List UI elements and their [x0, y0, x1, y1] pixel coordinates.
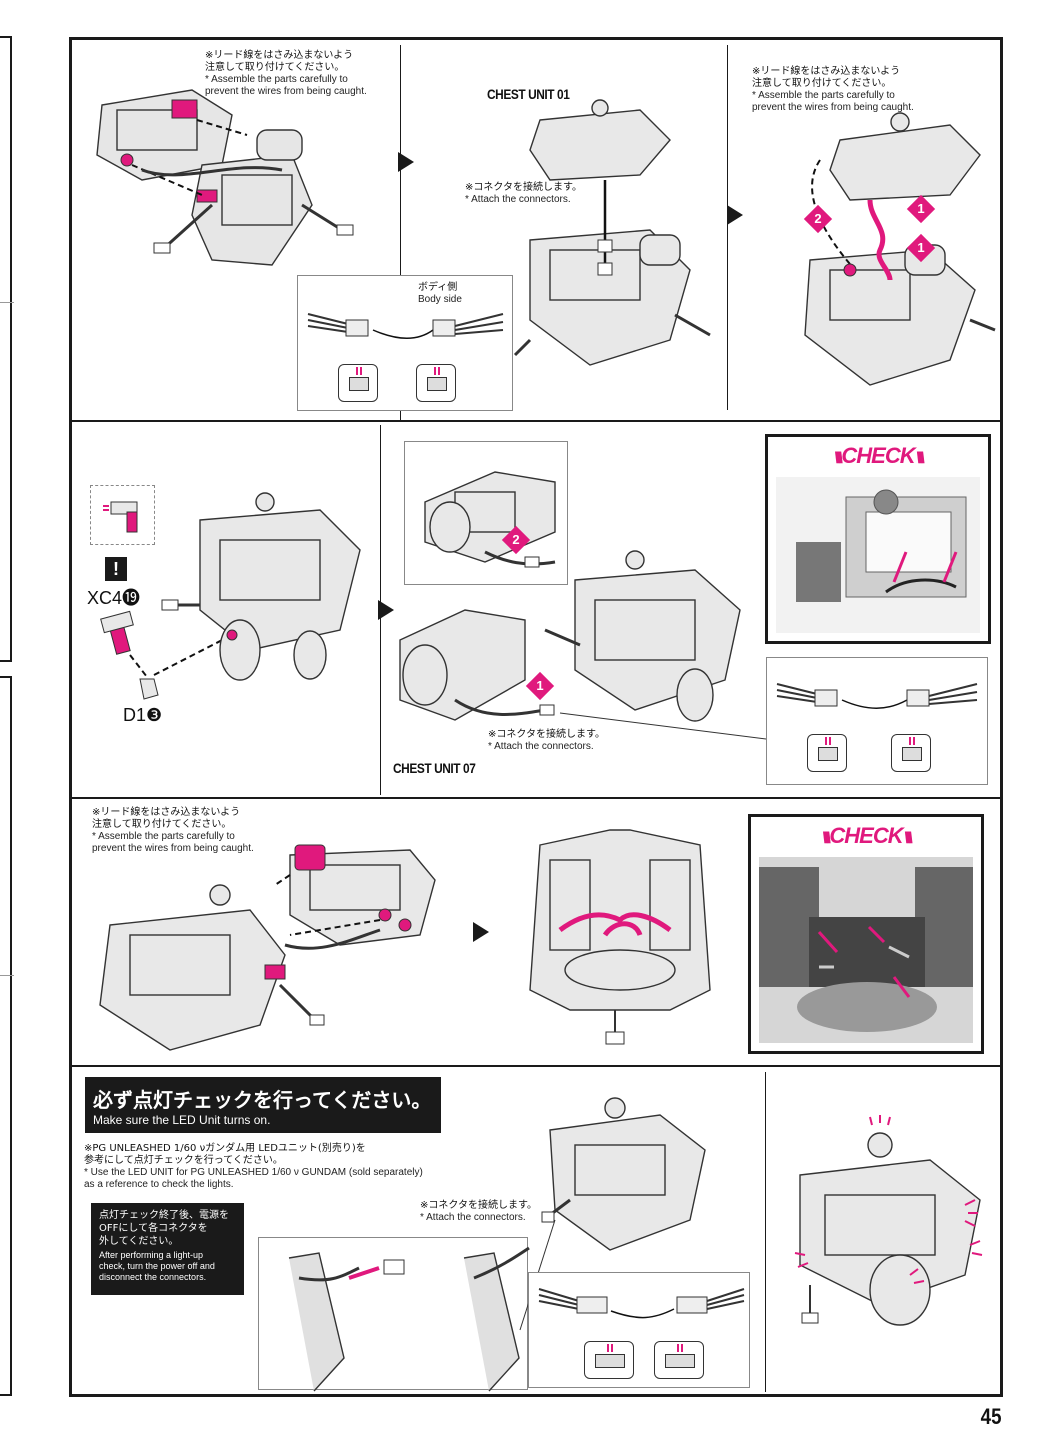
- check-photo: [776, 477, 980, 633]
- part-label-xc4: XC4⓳: [87, 588, 141, 608]
- step-badge: 1: [525, 671, 555, 701]
- check-photo-illustration: [796, 489, 967, 602]
- left-edge-tab-upper: [0, 36, 12, 662]
- reference-note: ※PG UNLEASHED 1/60 νガンダム用 LEDユニット(別売り)を …: [84, 1143, 423, 1190]
- column-divider: [400, 45, 401, 420]
- page-number: 45: [980, 1404, 1001, 1429]
- connector-zoom-icon: [338, 364, 378, 402]
- step-arrow: [727, 205, 743, 225]
- connector-note: ※コネクタを接続します。 * Attach the connectors.: [420, 1200, 537, 1223]
- body-side-label: ボディ側 Body side: [418, 282, 462, 305]
- callout-line: [559, 712, 767, 740]
- connector-inset: ボディ側 Body side: [297, 275, 513, 411]
- step-arrow: [398, 152, 414, 172]
- chest-body-illustration: [161, 492, 361, 681]
- connector-zoom-icon: [891, 734, 931, 772]
- chest-rear-illustration: [529, 829, 711, 1045]
- chest-unit-label: CHEST UNIT 01: [487, 86, 570, 102]
- pin-part-icon: [103, 501, 138, 533]
- check-photo-illustration: [759, 857, 973, 1043]
- step-arrow: [378, 600, 394, 620]
- check-panel: \\\\ CHECK \\\\: [765, 434, 991, 644]
- part-detail-inset: [90, 485, 155, 545]
- check-panel: \\\\ CHECK \\\\: [748, 814, 984, 1054]
- step-badge: 2: [803, 204, 833, 234]
- column-divider: [727, 45, 728, 410]
- led-unit-illustration: [288, 1246, 530, 1392]
- column-divider: [765, 1072, 766, 1392]
- part-label-d1: D1❸: [123, 705, 163, 725]
- chest-unit-label: CHEST UNIT 07: [393, 760, 476, 776]
- warning-icon: !: [105, 557, 127, 581]
- connector-diagram: [307, 313, 504, 339]
- wire-caution-note: ※リード線をはさみ込まないよう 注意して取り付けてください。 * Assembl…: [92, 807, 254, 854]
- check-title: \\\\ CHECK \\\\: [834, 443, 925, 468]
- connector-zoom-icon: [807, 734, 847, 772]
- wire-routing-illustration: [804, 112, 996, 386]
- row-divider: [72, 1065, 1000, 1067]
- connector-diagram: [776, 683, 978, 709]
- after-check-note: 点灯チェック終了後、電源を OFFにして各コネクタを 外してください。 Afte…: [91, 1203, 244, 1295]
- connector-note: ※コネクタを接続します。 * Attach the connectors.: [488, 729, 605, 752]
- chest-unit-01-illustration: [513, 99, 711, 366]
- lit-chest-illustration: [794, 1115, 983, 1326]
- led-unit-inset: [258, 1237, 530, 1392]
- chest-led-illustration: [541, 1097, 706, 1251]
- step-badge: 1: [906, 194, 936, 224]
- edge-tick: [0, 302, 14, 303]
- step-badge: 1: [906, 233, 936, 263]
- connector-inset: [528, 1272, 750, 1388]
- connector-note: ※コネクタを接続します。 * Attach the connectors.: [465, 182, 582, 205]
- left-edge-tab-lower: [0, 676, 12, 1396]
- chest-assembly-illustration: [99, 844, 436, 1051]
- led-check-banner: 必ず点灯チェックを行ってください。 Make sure the LED Unit…: [85, 1077, 441, 1133]
- check-photo: [759, 857, 973, 1043]
- instruction-frame: [69, 37, 1003, 1397]
- connector-inset: [766, 657, 988, 785]
- wire-caution-note: ※リード線をはさみ込まないよう 注意して取り付けてください。 * Assembl…: [205, 50, 367, 97]
- connector-zoom-icon: [584, 1341, 634, 1379]
- row-divider: [72, 420, 1000, 422]
- banner-title-jp: 必ず点灯チェックを行ってください。: [93, 1088, 432, 1112]
- chest-assembly-illustration: [96, 89, 354, 266]
- row-divider: [72, 797, 1000, 799]
- banner-subtitle-en: Make sure the LED Unit turns on.: [93, 1113, 271, 1127]
- chest-unit-07-illustration: [399, 550, 741, 722]
- connector-zoom-icon: [654, 1341, 704, 1379]
- connector-diagram: [538, 1288, 745, 1319]
- wire-caution-note: ※リード線をはさみ込まないよう 注意して取り付けてください。 * Assembl…: [752, 66, 914, 113]
- connector-zoom-icon: [416, 364, 456, 402]
- check-title: \\\\ CHECK \\\\: [822, 823, 913, 848]
- edge-tick: [0, 975, 14, 976]
- step-arrow: [473, 922, 489, 942]
